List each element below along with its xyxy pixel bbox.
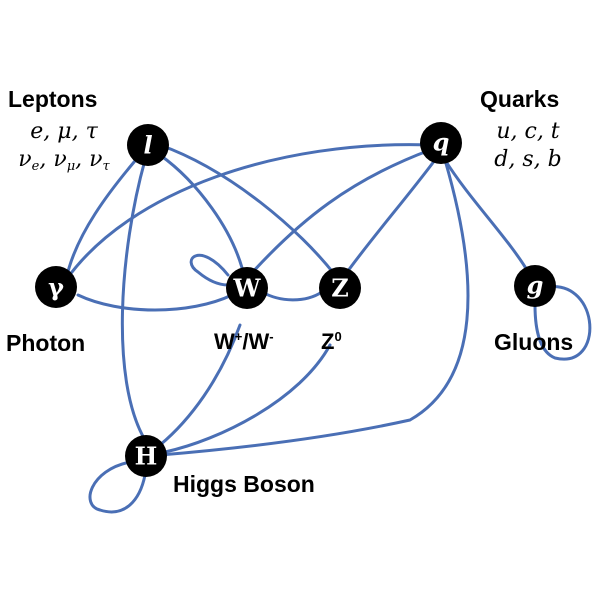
neutrino-symbol: ν bbox=[53, 147, 67, 172]
neutrino-mu: νμ bbox=[53, 147, 76, 174]
quark-particles: u, c, t d, s, b bbox=[478, 118, 578, 174]
edge-higgs-higgs-loop bbox=[88, 460, 147, 514]
edge-quark-w bbox=[248, 148, 432, 277]
lepton-particles: e, μ, τ νe, νμ, ντ bbox=[14, 118, 114, 181]
higgs-label: Higgs Boson bbox=[173, 471, 315, 497]
edge-lepton-w bbox=[158, 153, 247, 282]
w-boson-node: W bbox=[226, 267, 268, 309]
edge-w-z bbox=[260, 290, 324, 302]
neutrino-flavor-e: e bbox=[31, 159, 40, 174]
edge-w-w-loop bbox=[189, 253, 230, 287]
z-label-sup: 0 bbox=[334, 329, 342, 344]
lepton-node-circle bbox=[127, 124, 169, 166]
charged-leptons: e, μ, τ bbox=[30, 119, 98, 144]
edge-lepton-higgs bbox=[120, 158, 147, 442]
neutrino-tau: ντ bbox=[89, 147, 110, 174]
charged-lepton-e: e bbox=[30, 119, 44, 144]
w-boson-node-circle bbox=[226, 267, 268, 309]
photon-node: γ bbox=[35, 266, 77, 308]
neutrino-symbol: ν bbox=[18, 147, 32, 172]
z-boson-label: Z0 bbox=[321, 329, 342, 355]
edge-lepton-z bbox=[158, 143, 337, 277]
down-type-quarks: d, s, b bbox=[494, 147, 562, 172]
neutrino-e: νe bbox=[18, 147, 40, 174]
neutrino-flavor-mu: μ bbox=[66, 159, 76, 174]
w-label-sep: / bbox=[242, 329, 249, 354]
higgs-node-symbol: H bbox=[135, 442, 158, 471]
z-boson-node-symbol: Z bbox=[331, 274, 349, 303]
leptons-title: Leptons bbox=[8, 86, 98, 112]
edge-quark-gluon bbox=[443, 158, 532, 277]
edge-quark-photon bbox=[64, 143, 432, 282]
photon-node-circle bbox=[35, 266, 77, 308]
lepton-node-symbol: l bbox=[143, 131, 152, 160]
quarks-title: Quarks bbox=[480, 86, 560, 112]
w-label-base-2: W bbox=[248, 329, 270, 354]
edge-gluon-gluon-loop bbox=[533, 285, 592, 361]
w-boson-label: W+/W- bbox=[214, 329, 274, 355]
edge-quark-z bbox=[343, 158, 437, 277]
edge-w-higgs bbox=[158, 323, 242, 447]
edge-z-higgs bbox=[163, 343, 332, 454]
edge-photon-w bbox=[76, 293, 234, 312]
charged-lepton-tau: τ bbox=[85, 119, 98, 144]
z-boson-node: Z bbox=[319, 267, 361, 309]
gluon-node-circle bbox=[514, 265, 556, 307]
gluon-node-symbol: g bbox=[527, 271, 544, 300]
interaction-edges bbox=[64, 143, 592, 514]
edge-lepton-photon bbox=[64, 153, 142, 282]
quark-node: q bbox=[420, 122, 462, 164]
higgs-node-circle bbox=[125, 435, 167, 477]
charged-lepton-mu: μ bbox=[57, 119, 72, 144]
z-label-base: Z bbox=[321, 329, 335, 354]
neutrino-symbol: ν bbox=[89, 147, 103, 172]
w-label-sup-2: - bbox=[269, 329, 274, 344]
photon-label: Photon bbox=[6, 330, 86, 356]
w-label-sup-1: + bbox=[234, 329, 243, 344]
w-boson-node-symbol: W bbox=[233, 274, 262, 303]
higgs-node: H bbox=[125, 435, 167, 477]
neutrino-flavor-tau: τ bbox=[102, 159, 110, 174]
edge-quark-higgs bbox=[158, 158, 470, 457]
particle-nodes: l q γ W Z g H bbox=[35, 122, 556, 477]
gluon-node: g bbox=[514, 265, 556, 307]
z-boson-node-circle bbox=[319, 267, 361, 309]
gluons-label: Gluons bbox=[494, 329, 574, 355]
up-type-quarks: u, c, t bbox=[496, 119, 560, 144]
w-label-base-1: W bbox=[214, 329, 235, 354]
lepton-node: l bbox=[127, 124, 169, 166]
quark-node-circle bbox=[420, 122, 462, 164]
photon-node-symbol: γ bbox=[48, 273, 64, 302]
neutrinos: νe, νμ, ντ bbox=[18, 147, 110, 174]
quark-node-symbol: q bbox=[433, 128, 450, 157]
